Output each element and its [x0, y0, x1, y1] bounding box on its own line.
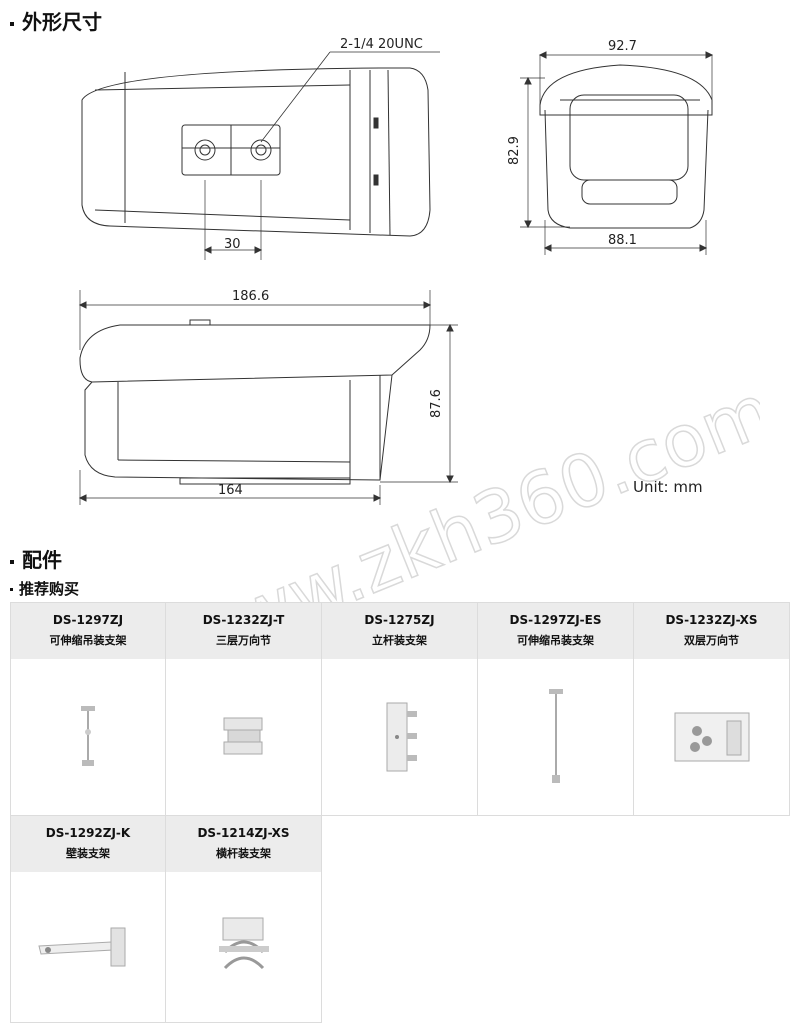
- telescopic-pole-mount-icon: [81, 706, 95, 766]
- accessory-card[interactable]: DS-1232ZJ-XS 双层万向节: [634, 602, 790, 816]
- accessory-header: DS-1232ZJ-XS 双层万向节: [634, 603, 789, 659]
- dim-88-1: 88.1: [608, 233, 637, 248]
- accessory-model: DS-1232ZJ-XS: [665, 613, 758, 627]
- telescopic-pole-mount-icon: [548, 689, 563, 783]
- camera-bottom-view: [81, 51, 440, 260]
- accessory-header: DS-1292ZJ-K 壁装支架: [11, 816, 165, 872]
- accessory-desc: 横杆装支架: [216, 847, 271, 860]
- wall-mount-arm-icon: [38, 927, 126, 967]
- bullet-icon: [10, 559, 14, 564]
- accessory-desc: 三层万向节: [216, 634, 271, 647]
- accessory-desc: 双层万向节: [684, 634, 739, 647]
- accessory-desc: 壁装支架: [66, 847, 110, 860]
- accessory-image: [322, 659, 477, 815]
- accessory-header: DS-1214ZJ-XS 横杆装支架: [166, 816, 321, 872]
- dim-82-9: 82.9: [507, 136, 522, 165]
- accessory-model: DS-1297ZJ-ES: [509, 613, 602, 627]
- dim-164: 164: [218, 483, 243, 498]
- accessory-card[interactable]: DS-1232ZJ-T 三层万向节: [166, 602, 322, 816]
- accessory-grid: DS-1297ZJ 可伸缩吊装支架 DS-1232ZJ-T 三层万向节: [10, 602, 796, 1023]
- pole-mount-plate-icon: [386, 702, 417, 772]
- dimensions-title: 外形尺寸: [22, 10, 102, 34]
- accessory-header: DS-1232ZJ-T 三层万向节: [166, 603, 321, 659]
- accessory-header: DS-1297ZJ-ES 可伸缩吊装支架: [478, 603, 633, 659]
- dim-30: 30: [224, 237, 241, 252]
- accessory-card[interactable]: DS-1297ZJ 可伸缩吊装支架: [10, 602, 166, 816]
- accessory-image: [11, 659, 165, 815]
- unit-label: Unit: mm: [633, 478, 703, 496]
- dim-87-6: 87.6: [429, 389, 444, 418]
- recommended-title: 推荐购买: [19, 580, 80, 598]
- accessory-row: DS-1297ZJ 可伸缩吊装支架 DS-1232ZJ-T 三层万向节: [10, 602, 796, 816]
- accessory-image: [166, 872, 321, 1022]
- dimensions-heading: 外形尺寸: [10, 6, 102, 35]
- accessory-image: [166, 659, 321, 815]
- camera-front-view: [520, 51, 714, 255]
- accessory-model: DS-1292ZJ-K: [45, 826, 131, 840]
- accessory-image: [478, 659, 633, 815]
- accessory-image: [634, 659, 789, 815]
- accessory-model: DS-1214ZJ-XS: [197, 826, 290, 840]
- accessories-heading: 配件: [10, 544, 62, 573]
- dimension-drawing: 2-1/4 20UNC 30 92.7 82.9 88.1 186.6 87.6…: [78, 37, 714, 505]
- accessory-row: DS-1292ZJ-K 壁装支架 DS-1214ZJ-XS 横杆装支架: [10, 816, 796, 1023]
- accessory-model: DS-1275ZJ: [364, 613, 435, 627]
- dim-186-6: 186.6: [232, 289, 269, 304]
- accessory-model: DS-1232ZJ-T: [202, 613, 285, 627]
- accessory-card[interactable]: DS-1292ZJ-K 壁装支架: [10, 816, 166, 1023]
- accessory-header: DS-1297ZJ 可伸缩吊装支架: [11, 603, 165, 659]
- two-layer-joint-icon: [674, 712, 749, 762]
- accessory-image: [11, 872, 165, 1022]
- accessory-card[interactable]: DS-1297ZJ-ES 可伸缩吊装支架: [478, 602, 634, 816]
- accessory-desc: 立杆装支架: [372, 634, 427, 647]
- accessory-card[interactable]: DS-1275ZJ 立杆装支架: [322, 602, 478, 816]
- camera-side-view: [78, 290, 458, 505]
- accessory-desc: 可伸缩吊装支架: [517, 634, 594, 647]
- accessory-card[interactable]: DS-1214ZJ-XS 横杆装支架: [166, 816, 322, 1023]
- bullet-icon: [10, 21, 14, 26]
- accessory-desc: 可伸缩吊装支架: [49, 634, 127, 647]
- accessories-title: 配件: [22, 548, 62, 572]
- thread-label: 2-1/4 20UNC: [340, 37, 423, 52]
- bullet-icon: [10, 588, 13, 591]
- three-layer-joint-icon: [223, 717, 262, 755]
- dim-92-7: 92.7: [608, 39, 637, 54]
- accessory-header: DS-1275ZJ 立杆装支架: [322, 603, 477, 659]
- accessory-model: DS-1297ZJ: [52, 613, 124, 627]
- recommended-heading: 推荐购买: [10, 578, 79, 599]
- horizontal-pole-mount-icon: [218, 917, 269, 970]
